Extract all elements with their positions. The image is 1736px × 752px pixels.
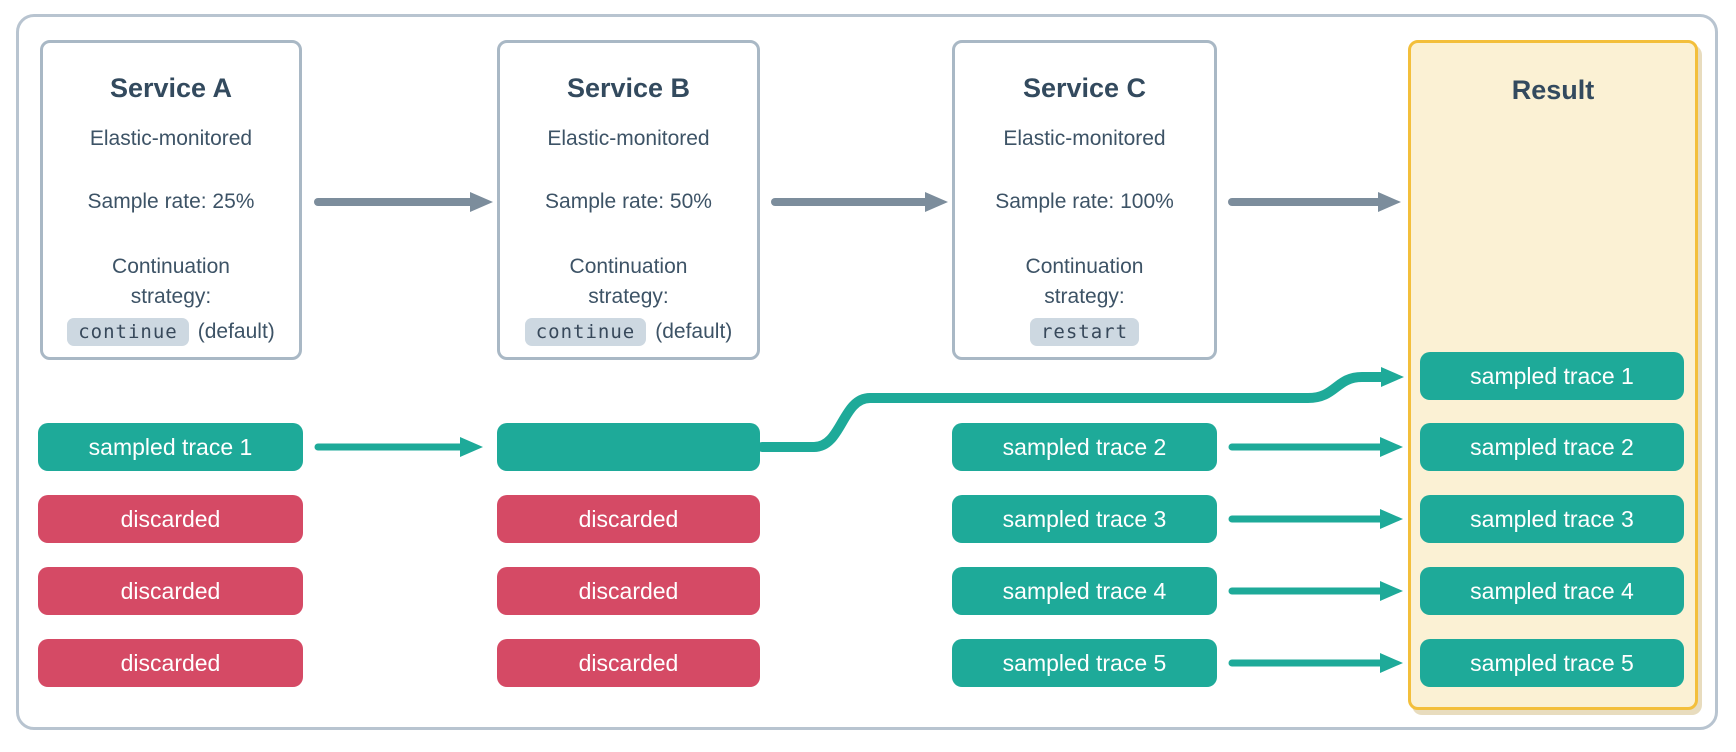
service-a-strategy-label-1: Continuation: [112, 255, 230, 278]
service-b-strategy-value: continue (default): [500, 315, 757, 349]
service-c-strategy-chip: restart: [1029, 318, 1140, 346]
lane-c-sampled-trace-5: sampled trace 5: [952, 639, 1217, 687]
result-sampled-trace-1: sampled trace 1: [1420, 352, 1684, 400]
service-a-strategy-default-label: (default): [197, 320, 275, 343]
lane-c-sampled-trace-3: sampled trace 3: [952, 495, 1217, 543]
service-c-title: Service C: [1022, 73, 1147, 103]
lane-b-discarded-1: discarded: [497, 495, 760, 543]
service-a-title: Service A: [109, 73, 233, 103]
service-c-box: Service C Elastic-monitored Sample rate:…: [952, 40, 1217, 360]
service-a-sample-rate: Sample rate: 25%: [87, 190, 255, 213]
result-sampled-trace-2: sampled trace 2: [1420, 423, 1684, 471]
result-sampled-trace-5: sampled trace 5: [1420, 639, 1684, 687]
outer-frame: [16, 14, 1718, 730]
service-c-sample-rate: Sample rate: 100%: [995, 190, 1174, 213]
service-a-strategy-value: continue (default): [43, 315, 299, 349]
lane-c-sampled-trace-4: sampled trace 4: [952, 567, 1217, 615]
service-b-title: Service B: [566, 73, 691, 103]
lane-b-sampled-trace-unlabeled: [497, 423, 760, 471]
result-title: Result: [1511, 75, 1595, 105]
service-b-strategy-label-1: Continuation: [569, 255, 688, 278]
result-sampled-trace-4: sampled trace 4: [1420, 567, 1684, 615]
service-c-strategy-value: restart: [955, 315, 1214, 349]
service-a-box: Service A Elastic-monitored Sample rate:…: [40, 40, 302, 360]
lane-b-discarded-3: discarded: [497, 639, 760, 687]
service-b-sample-rate: Sample rate: 50%: [545, 190, 712, 213]
service-b-box: Service B Elastic-monitored Sample rate:…: [497, 40, 760, 360]
lane-a-discarded-1: discarded: [38, 495, 303, 543]
service-c-strategy-label-1: Continuation: [1025, 255, 1144, 278]
lane-c-sampled-trace-2: sampled trace 2: [952, 423, 1217, 471]
service-b-strategy-label-2: strategy:: [588, 285, 669, 308]
lane-a-discarded-2: discarded: [38, 567, 303, 615]
service-b-subtitle: Elastic-monitored: [547, 127, 710, 150]
lane-b-discarded-2: discarded: [497, 567, 760, 615]
service-c-strategy-label-2: strategy:: [1044, 285, 1125, 308]
service-c-subtitle: Elastic-monitored: [1003, 127, 1166, 150]
result-sampled-trace-3: sampled trace 3: [1420, 495, 1684, 543]
service-a-subtitle: Elastic-monitored: [89, 127, 253, 150]
lane-a-discarded-3: discarded: [38, 639, 303, 687]
service-b-strategy-default-label: (default): [655, 320, 733, 343]
service-a-strategy-chip: continue: [67, 318, 189, 346]
service-a-strategy-label-2: strategy:: [130, 285, 212, 308]
lane-a-sampled-trace-1: sampled trace 1: [38, 423, 303, 471]
service-b-strategy-chip: continue: [524, 318, 647, 346]
